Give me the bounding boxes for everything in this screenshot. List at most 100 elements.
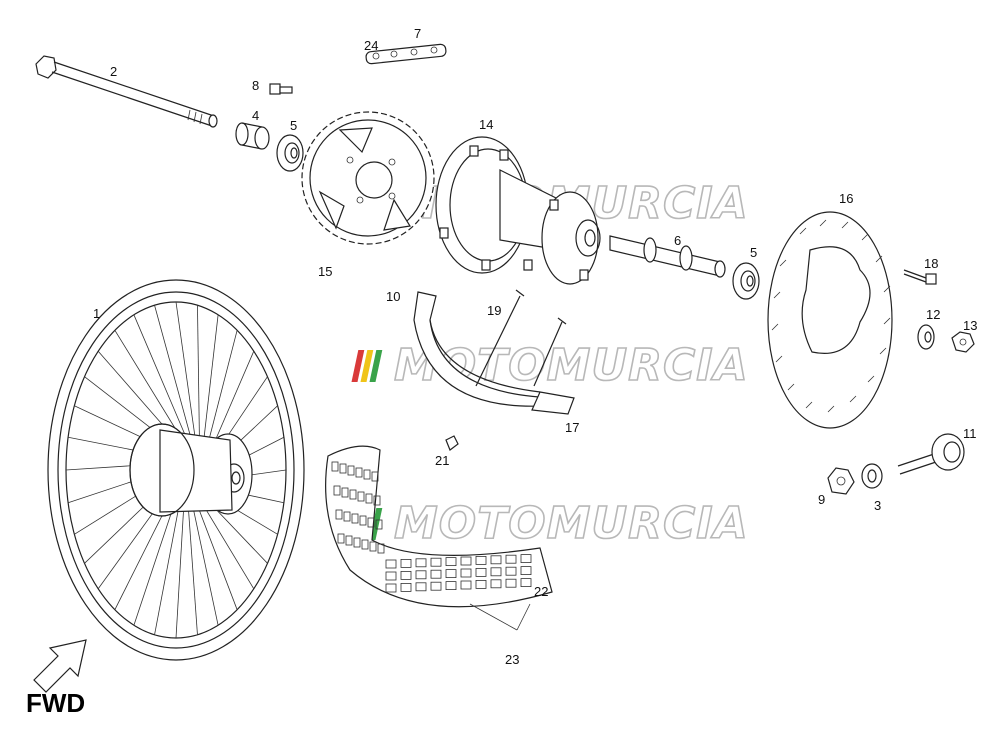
tread-block [430, 581, 442, 591]
bearing-part-5-right [732, 262, 760, 300]
part-label-18: 18 [924, 256, 938, 271]
tread-block [339, 463, 347, 474]
tread-block [445, 557, 457, 566]
bolt-part-18 [903, 269, 937, 285]
tread-block [349, 489, 357, 500]
tread-block [520, 554, 532, 563]
part-label-1: 1 [93, 306, 100, 321]
spacer-part-4 [235, 122, 270, 150]
part-label-24: 24 [364, 38, 378, 53]
tread-block [460, 556, 472, 566]
tread-block [445, 569, 457, 578]
spoke [175, 301, 197, 444]
part-label-5a: 5 [290, 118, 297, 133]
tread-block [353, 537, 361, 548]
tread-block [430, 557, 442, 567]
brake-disc-part-16 [767, 211, 893, 429]
axle-part [35, 55, 218, 128]
part-label-8: 8 [252, 78, 259, 93]
spoke [133, 314, 189, 443]
tread-block [371, 471, 379, 482]
spoke [133, 494, 178, 626]
part-label-3: 3 [874, 498, 881, 513]
tread-block [400, 559, 412, 568]
tread-block [355, 467, 363, 478]
wheel-part-1 [47, 279, 305, 661]
chain-link-part-7 [365, 43, 447, 65]
chain-adjuster-part-11 [897, 433, 965, 475]
part-label-7: 7 [414, 26, 421, 41]
tread-block [460, 580, 472, 590]
part-label-23: 23 [505, 652, 519, 667]
tread-block [385, 583, 397, 593]
part-label-12: 12 [926, 307, 940, 322]
part-label-19: 19 [487, 303, 501, 318]
tread-block [445, 581, 457, 590]
leader-lines [469, 603, 531, 631]
tread-block [343, 511, 351, 522]
part-label-17: 17 [565, 420, 579, 435]
hub-carrier-part-14 [435, 136, 601, 285]
part-label-2: 2 [110, 64, 117, 79]
tread-block [415, 570, 427, 580]
tread-block [331, 461, 339, 472]
bolt-part-8 [269, 83, 293, 95]
brake-shoe-part-17 [413, 291, 575, 415]
part-label-9: 9 [818, 492, 825, 507]
shaft-part-6 [609, 235, 726, 278]
tread-block [400, 583, 412, 592]
tread-block [415, 558, 427, 568]
bearing-part-5-left [276, 134, 304, 172]
tread-block [490, 567, 502, 577]
tread-block [359, 515, 367, 526]
tread-block [345, 535, 353, 546]
tread-block [475, 580, 487, 589]
tread-block [373, 495, 381, 506]
washer-part-12 [917, 324, 935, 350]
tyre-part-22 [325, 445, 553, 608]
tread-block [367, 517, 375, 528]
tread-block [460, 568, 472, 578]
part-label-21: 21 [435, 453, 449, 468]
nut-part-13 [951, 331, 975, 353]
tread-block [335, 509, 343, 520]
tread-block [357, 491, 365, 502]
tread-block [505, 578, 517, 588]
washer-part-3 [861, 463, 883, 489]
sprocket-part-15 [301, 111, 435, 245]
tread-block [490, 579, 502, 589]
tread-block [490, 555, 502, 565]
part-label-11: 11 [963, 426, 977, 441]
tread-block [369, 541, 377, 552]
tread-block [351, 513, 359, 524]
part-label-6: 6 [674, 233, 681, 248]
tread-block [385, 559, 397, 569]
part-label-15: 15 [318, 264, 332, 279]
part-label-22: 22 [534, 584, 548, 599]
tread-block [347, 465, 355, 476]
spoke [198, 498, 255, 590]
direction-label: FWD [26, 688, 85, 718]
spoke [187, 501, 198, 635]
part-label-10: 10 [386, 289, 400, 304]
spoke [205, 330, 238, 454]
wire-part-19 [475, 289, 567, 387]
tread-block [520, 566, 532, 575]
tread-block [430, 569, 442, 579]
watermark-3: MOTOMURCIA [351, 497, 749, 550]
spoke [202, 314, 219, 449]
spoke [154, 305, 193, 443]
tread-block [361, 539, 369, 550]
tread-block [520, 578, 532, 587]
spoke [195, 500, 238, 610]
part-label-16: 16 [839, 191, 853, 206]
watermark-2: MOTOMURCIA [351, 339, 749, 392]
forward-arrow-icon [33, 639, 87, 693]
tread-block [505, 554, 517, 564]
tread-block [365, 493, 373, 504]
part-label-13: 13 [963, 318, 977, 333]
spoke [191, 501, 219, 626]
spoke [154, 498, 181, 635]
tread-block [400, 571, 412, 580]
